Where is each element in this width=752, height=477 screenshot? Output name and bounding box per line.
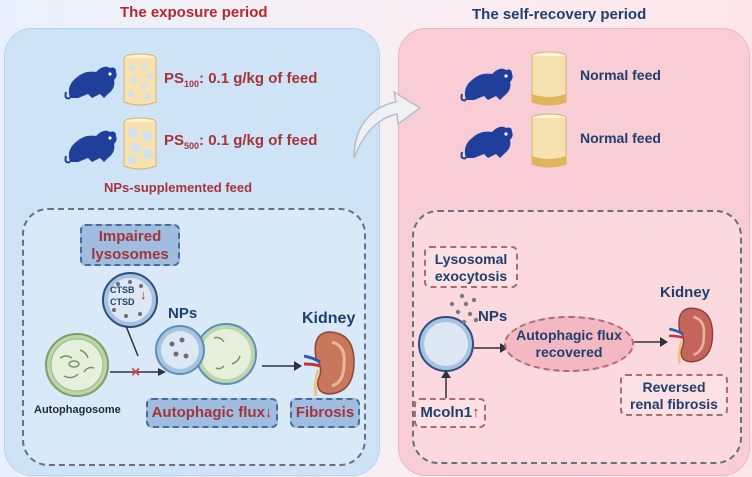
kidney-icon [303,331,355,397]
kidney-icon [668,307,714,364]
down-arrow-icon: ↓ [264,404,273,421]
arrow-to-kidney-left [262,361,302,371]
autophagic-flux-impaired-label: Autophagic flux↓ [146,398,278,428]
impaired-lysosome-icon [102,272,158,328]
ctsb-label: CTSB [110,285,135,295]
arrow-to-flux [474,343,508,353]
feed-caption: NPs-supplemented feed [104,180,253,195]
up-arrow-icon: ↑ [472,404,480,421]
recovery-period-title: The self-recovery period [472,6,647,23]
normal-feed-cup-icon [531,51,567,106]
arrow-to-kidney-right [634,337,668,347]
fibrosis-label: Fibrosis [290,398,360,428]
autophagosome-label: Autophagosome [34,404,121,416]
mouse-icon [64,130,117,164]
mouse-icon [64,66,117,100]
exposure-period-title: The exposure period [120,4,268,21]
normal-feed-cup-icon [531,113,567,168]
nps-label-left: NPs [168,305,198,322]
ps100-label: PS100: 0.1 g/kg of feed [164,70,318,89]
lysosome-exocytosis-icon [418,293,479,372]
kidney-label-right: Kidney [660,284,711,301]
blocked-fusion-line: × [110,326,166,381]
down-arrow-icon: ↓ [140,287,147,302]
ps500-label: PS500: 0.1 g/kg of feed [164,132,318,151]
curved-arrow-icon [353,90,422,159]
ctsd-label: CTSD [110,297,135,307]
nps-label-right: NPs [478,308,508,325]
autophagosome-icon [45,333,109,397]
arrow-from-mcoln1 [441,370,451,398]
kidney-label-left: Kidney [302,310,356,327]
feed-cup-icon [123,53,157,106]
mcoln1-label: Mcoln1↑ [414,398,486,428]
mouse-icon [460,126,513,160]
mouse-icon [460,68,513,102]
normal-feed-label: Normal feed [580,130,661,146]
svg-text:×: × [131,364,140,381]
autolysosome-icon [155,323,257,385]
feed-cup-icon [123,117,157,170]
normal-feed-label: Normal feed [580,67,661,83]
